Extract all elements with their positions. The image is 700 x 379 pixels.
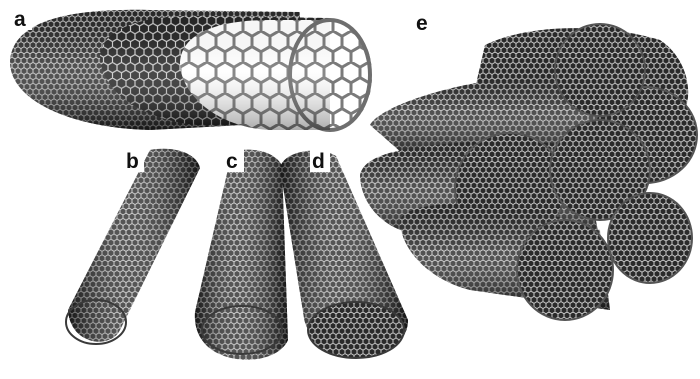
panel-c-zigzag-nanotube <box>195 150 288 360</box>
panel-label-e: e <box>416 12 428 35</box>
panel-label-a: a <box>14 8 26 31</box>
panel-label-d: d <box>312 150 325 173</box>
panel-label-b: b <box>126 150 139 173</box>
panel-label-c: c <box>226 150 238 173</box>
panel-e-nanotube-bundle <box>360 24 697 320</box>
panel-b-armchair-nanotube <box>66 149 200 344</box>
panel-a-multiwall-nanotube <box>10 10 372 130</box>
